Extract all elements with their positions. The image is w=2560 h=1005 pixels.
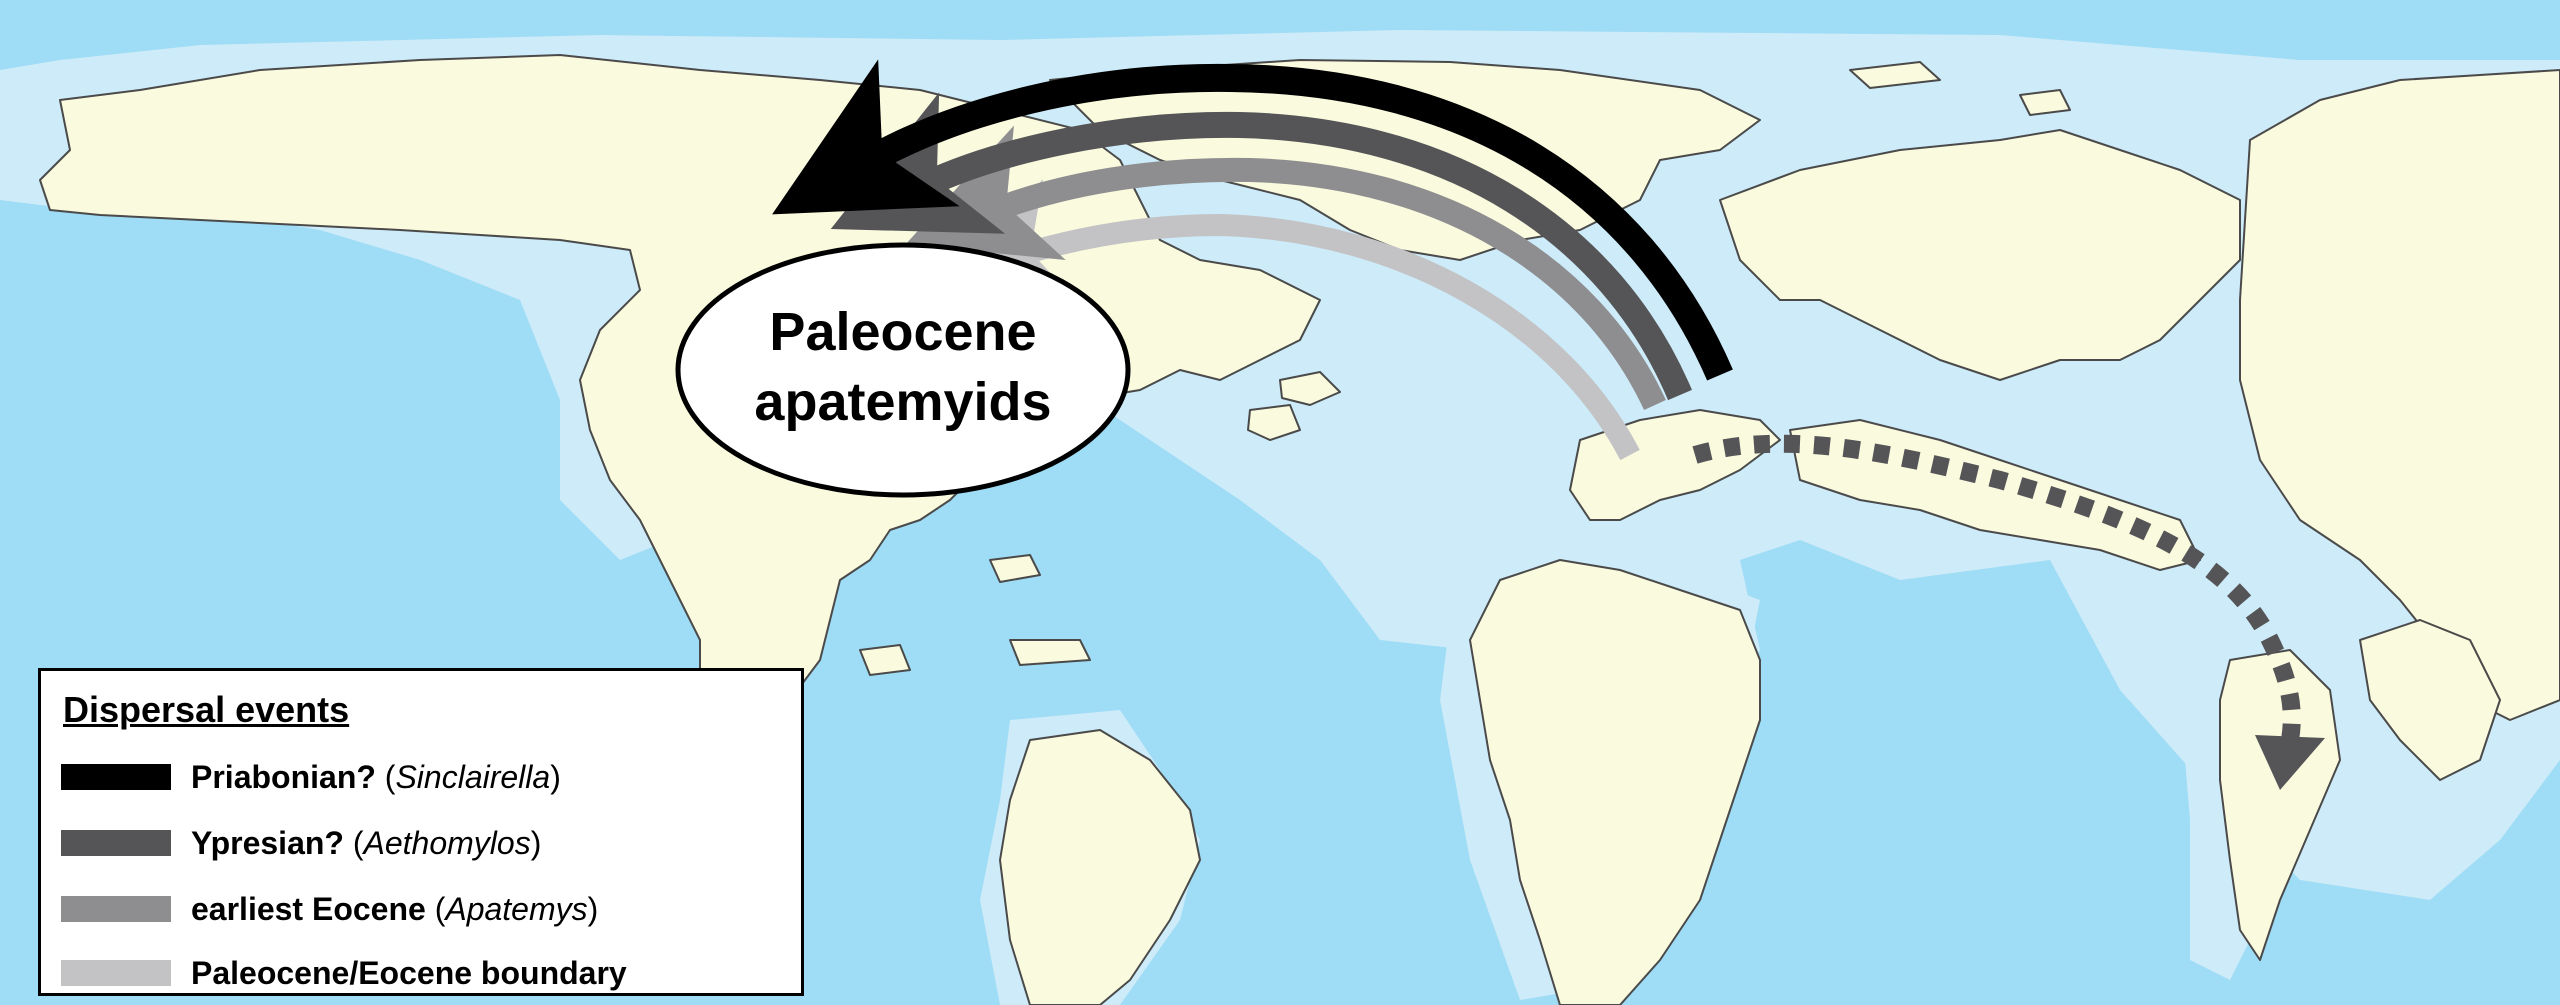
arrow-ypresian (830, 92, 1692, 401)
origin-label-line1: Paleocene (769, 302, 1036, 362)
arrow-paleocene-eocene (935, 179, 1640, 461)
africa-landmass (1469, 559, 1761, 1005)
arrow-earliest-eocene (905, 125, 1666, 411)
legend-epoch: earliest Eocene (191, 890, 426, 927)
legend-item-earliest-eocene: earliest Eocene (Apatemys) (61, 889, 598, 929)
dispersal-arrows (772, 59, 2325, 790)
legend-item-paleocene-eocene-boundary: Paleocene/Eocene boundary (61, 953, 627, 993)
legend-title: Dispersal events (63, 689, 350, 730)
eurasia-landmass (1719, 129, 2241, 381)
legend-swatch (61, 896, 171, 922)
arrow-dispersal-asia-head (2255, 735, 2325, 790)
origin-label-line2: apatemyids (754, 372, 1051, 432)
legend-item-ypresian: Ypresian? (Aethomylos) (61, 823, 541, 863)
origin-ellipse (675, 242, 1131, 498)
arrow-dispersal-asia (1692, 434, 2301, 742)
origin-callout: Paleocene apatemyids (675, 242, 1131, 498)
legend-epoch: Paleocene/Eocene boundary (191, 954, 627, 991)
legend-taxon: Apatemys (445, 890, 588, 927)
legend-label: Priabonian? (Sinclairella) (191, 758, 561, 795)
legend-taxon: Sinclairella (395, 758, 551, 795)
legend-label: earliest Eocene (Apatemys) (191, 890, 599, 927)
legend-swatch (61, 764, 171, 790)
legend: Dispersal events Priabonian? (Sinclairel… (38, 668, 804, 996)
europe-east-landmass (1789, 419, 2201, 571)
legend-label: Ypresian? (Aethomylos) (191, 824, 542, 861)
legend-epoch: Priabonian? (191, 758, 376, 795)
india-landmass (2219, 649, 2341, 961)
legend-swatch (61, 830, 171, 856)
legend-taxon: Aethomylos (363, 824, 531, 861)
legend-epoch: Ypresian? (191, 824, 344, 861)
southeast-asia-landmass (2359, 619, 2501, 781)
south-america-landmass (999, 729, 1201, 1005)
arrow-priabonian (772, 59, 1733, 381)
legend-swatch (61, 960, 171, 986)
legend-item-priabonian: Priabonian? (Sinclairella) (61, 757, 561, 797)
legend-label: Paleocene/Eocene boundary (191, 955, 627, 992)
